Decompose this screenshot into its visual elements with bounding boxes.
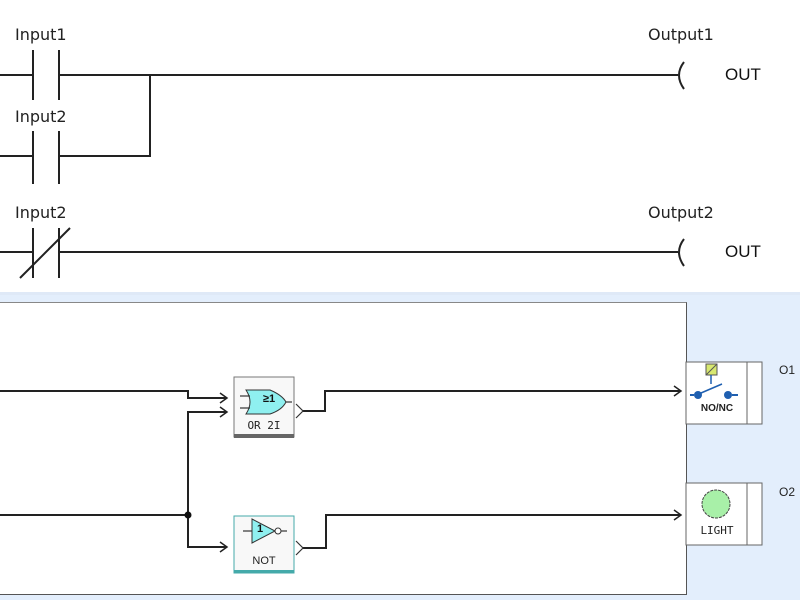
not-gate-symbol: 1 [256,523,264,535]
contact-label-input2-nc: Input2 [15,203,67,222]
output-o2-type-label: LIGHT [700,524,734,537]
relay-contact-icon [694,391,702,399]
contact-input2-nc-icon [19,227,71,279]
output-o1-type-label: NO/NC [700,403,734,414]
block-or2i-label: OR 2I [247,419,281,432]
fbd-wires [0,361,763,574]
wire-or-o1 [303,390,680,412]
coil-label-output2: Output2 [648,203,714,222]
coil-output2-icon [678,238,685,267]
contact-input1-icon [32,50,60,100]
or-gate-symbol: ≥1 [262,393,276,405]
coil-text-output1: OUT [725,65,761,84]
panel-separator [0,292,800,295]
arrow-icon [219,406,229,418]
wire-i1-or [0,390,226,399]
wire-not-o2 [303,514,680,549]
light-bulb-icon [701,489,731,519]
ladder-wires [0,50,685,279]
output-pin-icon [295,540,304,556]
output-o1-id: O1 [779,363,796,377]
contact-label-input1: Input1 [15,25,67,44]
junction-dot [184,511,192,519]
wire-i2-or [187,411,226,515]
arrow-icon [673,385,683,397]
or-gate-icon [245,389,287,415]
contact-input2-icon [32,131,60,184]
output-block-o1[interactable] [685,361,763,425]
coil-output1-icon [678,61,685,90]
block-not[interactable] [233,515,295,574]
arrow-icon [673,509,683,521]
output-pin-icon [295,403,304,419]
output-block-o2[interactable] [685,482,763,546]
ladder-diagram: Input1 Input2 Output1 OUT Input2 Output2… [0,0,800,292]
block-not-label: NOT [252,555,276,567]
function-block-diagram: OR 2I ≥1 NOT 1 NO/NC LIGHT O1 O2 [0,292,800,600]
contact-label-input2: Input2 [15,107,67,126]
coil-text-output2: OUT [725,242,761,261]
wire-i2-not [187,515,226,548]
arrow-icon [219,541,229,553]
coil-label-output1: Output1 [648,25,714,44]
arrow-icon [219,392,229,404]
block-or2i[interactable] [233,376,295,438]
fbd-canvas [0,302,687,595]
output-o2-id: O2 [779,485,796,499]
